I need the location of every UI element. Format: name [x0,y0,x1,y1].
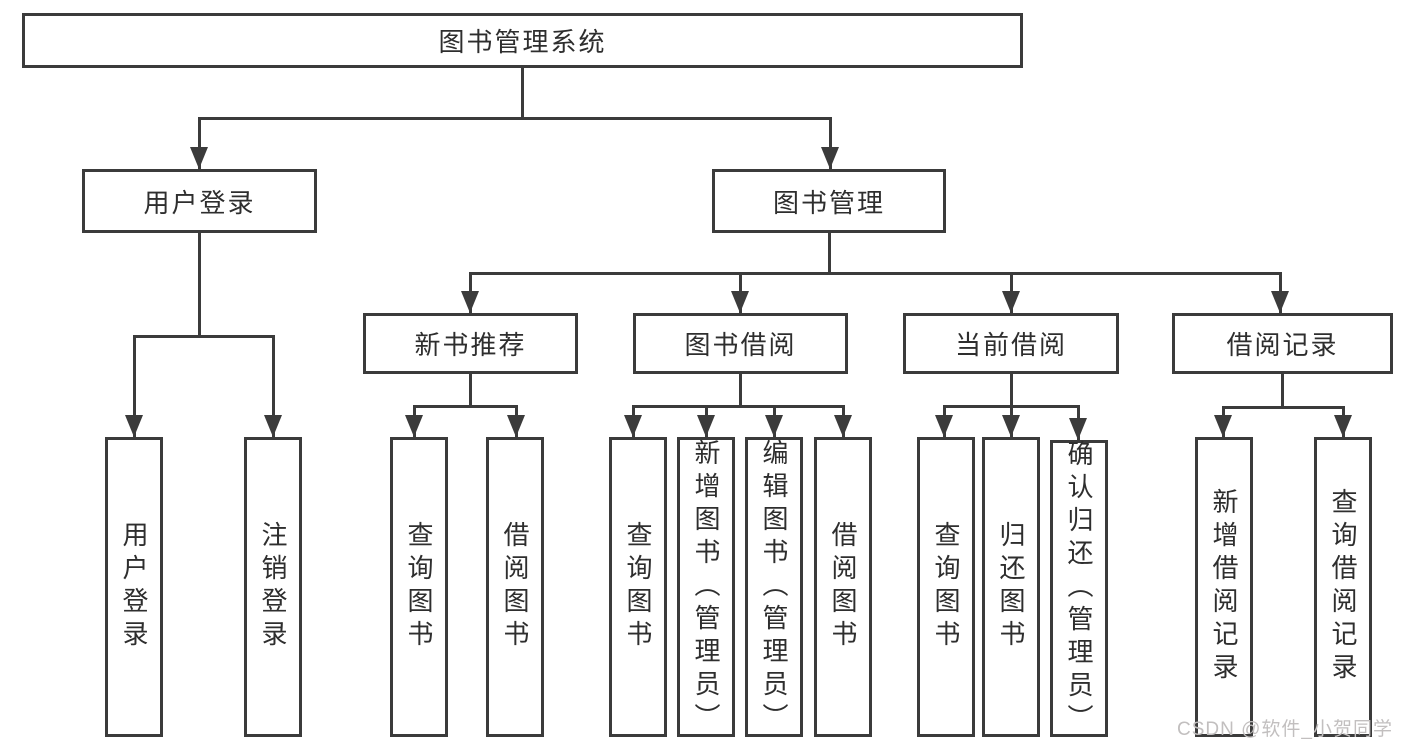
node-book-mgmt: 图书管理 [712,169,946,233]
node-borrow-records-label: 借阅记录 [1226,330,1339,360]
connector-line [828,233,831,272]
arrowhead [834,415,852,437]
node-new-book-recommend-label: 新书推荐 [414,330,527,360]
leaf-user-login: 用户登录 [105,437,163,737]
connector-line [521,68,524,117]
leaf-current-query: 查询图书 [917,437,975,737]
connector-line [469,272,1282,275]
node-current-borrow-label: 当前借阅 [954,330,1067,360]
node-user-login: 用户登录 [82,169,317,233]
leaf-records-query-label: 查询借阅记录 [1328,488,1358,686]
arrowhead [1069,418,1087,440]
node-borrow-records: 借阅记录 [1172,313,1393,374]
connector-line [469,374,472,405]
connector-line [413,405,518,408]
leaf-current-query-label: 查询图书 [931,521,961,653]
node-current-borrow: 当前借阅 [903,313,1119,374]
node-root-label: 图书管理系统 [438,27,607,57]
connector-line [198,117,201,169]
leaf-borrow-query-label: 查询图书 [623,521,653,653]
arrowhead [765,415,783,437]
arrowhead [697,415,715,437]
leaf-records-add-label: 新增借阅记录 [1209,488,1239,686]
arrowhead [405,415,423,437]
leaf-borrow-borrow: 借阅图书 [814,437,872,737]
leaf-borrow-edit-admin: 编辑图书（管理员） [745,437,803,737]
leaf-newbook-borrow-label: 借阅图书 [500,521,530,653]
leaf-current-return-label: 归还图书 [996,521,1026,653]
node-book-borrow: 图书借阅 [633,313,848,374]
arrowhead [1002,415,1020,437]
leaf-current-return: 归还图书 [982,437,1040,737]
connector-line [829,117,832,169]
arrowhead [935,415,953,437]
arrowhead [1002,291,1020,313]
leaf-logout: 注销登录 [244,437,302,737]
connector-line [272,335,275,437]
csdn-watermark: CSDN @软件_小贺同学 [1177,719,1393,740]
leaf-borrow-borrow-label: 借阅图书 [828,521,858,653]
leaf-borrow-add-admin-label: 新增图书（管理员） [691,438,721,736]
leaf-user-login-label: 用户登录 [119,521,149,653]
leaf-newbook-borrow: 借阅图书 [486,437,544,737]
connector-line [1222,406,1343,409]
arrowhead [264,415,282,437]
connector-line [133,335,136,437]
leaf-newbook-query-label: 查询图书 [404,521,434,653]
arrowhead [821,147,839,169]
arrowhead [125,415,143,437]
connector-line [632,405,844,408]
leaf-newbook-query: 查询图书 [390,437,448,737]
leaf-current-confirm-admin-label: 确认归还（管理员） [1064,440,1094,737]
node-user-login-label: 用户登录 [143,187,256,218]
arrowhead [731,291,749,313]
arrowhead [1214,415,1232,437]
arrowhead [1334,415,1352,437]
arrowhead [1271,291,1289,313]
arrowhead [461,291,479,313]
leaf-borrow-edit-admin-label: 编辑图书（管理员） [759,438,789,736]
leaf-current-confirm-admin: 确认归还（管理员） [1050,440,1108,737]
node-book-borrow-label: 图书借阅 [684,330,797,360]
leaf-borrow-add-admin: 新增图书（管理员） [677,437,735,737]
connector-line [198,117,832,120]
connector-line [739,374,742,405]
connector-line [1281,374,1284,406]
connector-line [198,233,201,335]
arrowhead [624,415,642,437]
node-root: 图书管理系统 [22,13,1023,68]
arrowhead [190,147,208,169]
leaf-borrow-query: 查询图书 [609,437,667,737]
node-new-book-recommend: 新书推荐 [363,313,578,374]
leaf-logout-label: 注销登录 [258,521,288,653]
leaf-records-query: 查询借阅记录 [1314,437,1372,737]
connector-line [133,335,274,338]
node-book-mgmt-label: 图书管理 [772,187,885,218]
connector-line [1010,374,1013,405]
arrowhead [507,415,525,437]
leaf-records-add: 新增借阅记录 [1195,437,1253,737]
